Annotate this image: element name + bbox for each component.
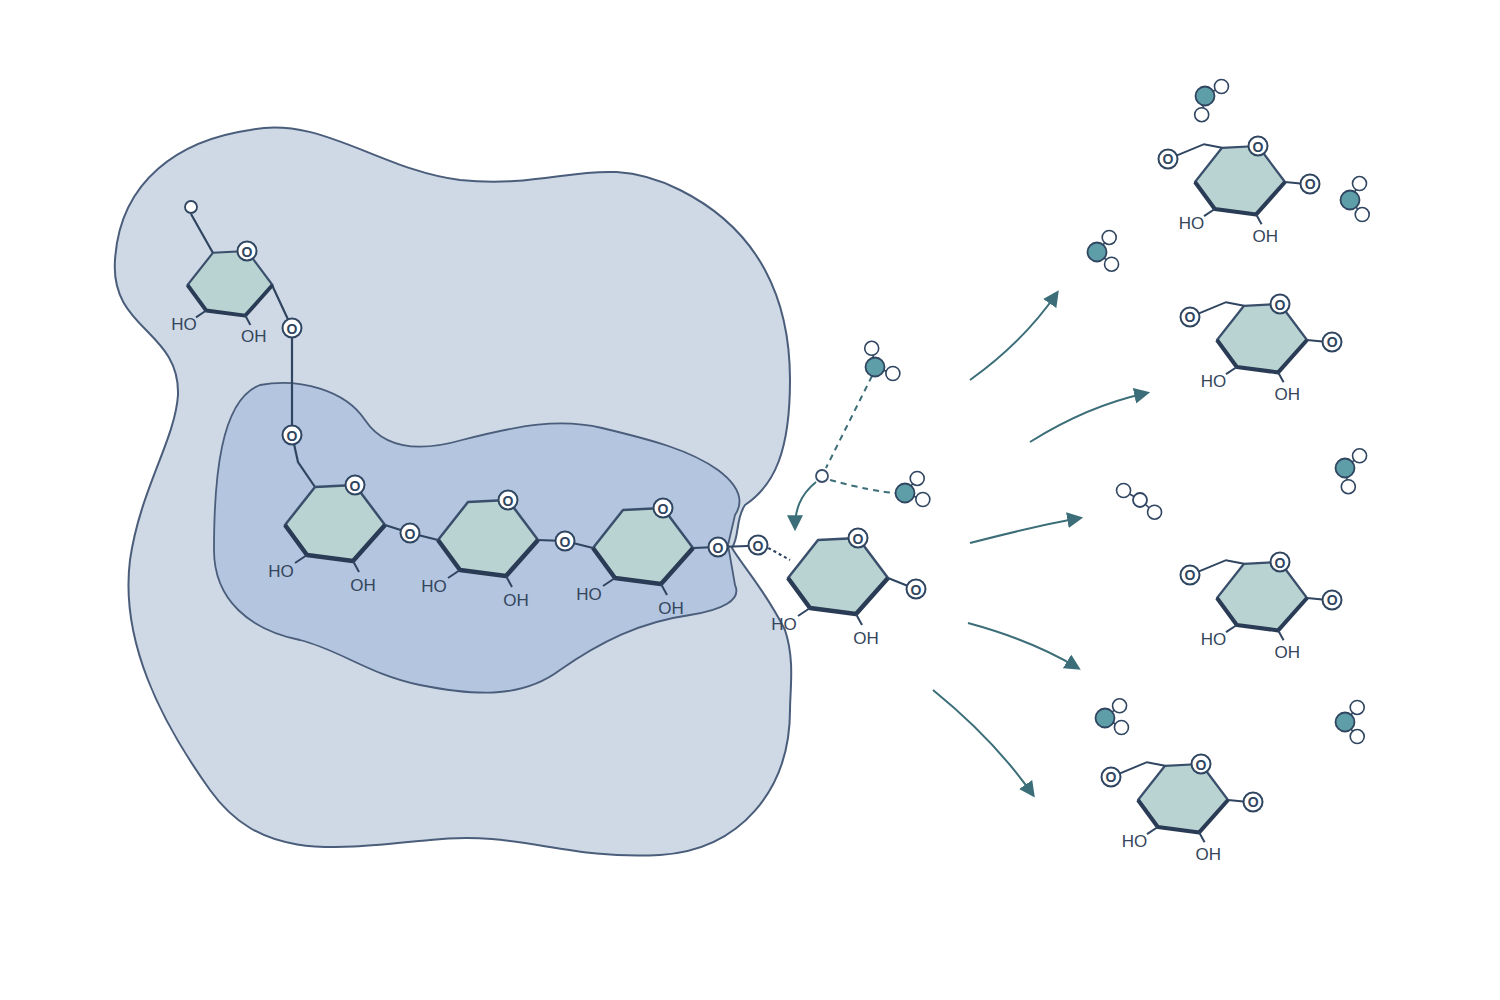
glucose-ring [438, 500, 538, 576]
bond-line [888, 578, 908, 586]
hydroxyl-end [185, 201, 197, 213]
water-molecule [1336, 449, 1367, 494]
bond-line [1173, 144, 1222, 157]
bond-line [245, 316, 250, 325]
hydroxyl-label: OH [658, 600, 684, 617]
hydroxyl-label: HO [1122, 833, 1148, 850]
oxygen-atom-label: O [1300, 173, 1321, 194]
bond-line [661, 584, 667, 595]
oxygen-atom-label: O [555, 531, 576, 552]
oxygen-atom-label: O [1191, 754, 1212, 775]
glucose-ring [1217, 304, 1307, 372]
hydroxyl-label: HO [771, 616, 797, 633]
glucose-ring [188, 251, 273, 316]
active-site-groove [214, 383, 740, 693]
oxygen-atom-label: O [1101, 766, 1122, 787]
oxygen-atom-label: O [748, 535, 769, 556]
water-molecule [1117, 484, 1162, 520]
glucose-ring [593, 508, 693, 584]
glucose-ring [1217, 562, 1307, 630]
oxygen-atom-label: O [345, 475, 366, 496]
bond-line [1147, 827, 1158, 834]
bond-line [448, 570, 460, 578]
oxygen-atom-label: O [708, 537, 729, 558]
glucose-ring [788, 538, 888, 614]
bond-line [506, 576, 512, 587]
water-molecule [1341, 177, 1370, 222]
oxygen-atom-label: O [282, 425, 303, 446]
oxygen-atom-label: O [498, 490, 519, 511]
bond-line [1204, 209, 1215, 216]
hydroxyl-bonds [196, 144, 1325, 842]
hydroxyl-label: HO [268, 563, 294, 580]
hydroxyl-label: OH [241, 328, 267, 345]
oxygen-atom-label: O [1158, 148, 1179, 169]
bond-line [295, 555, 307, 563]
hydroxyl-label: OH [1252, 228, 1278, 245]
oxygen-atom-label: O [1248, 136, 1269, 157]
hydroxyl-label: OH [853, 630, 879, 647]
water-molecule [1088, 230, 1119, 271]
water-attack [795, 376, 896, 528]
bond-line [1226, 625, 1237, 632]
oxygen-atom-label: O [848, 528, 869, 549]
oxygen-atom-label: O [1270, 552, 1291, 573]
oxygen-atom-label: O [237, 241, 258, 262]
bond-line [603, 578, 615, 586]
water-molecules [865, 80, 1370, 744]
bond-line [196, 311, 206, 318]
oxygen-atom-label: O [400, 523, 421, 544]
release-arrows [933, 293, 1147, 795]
bond-line [353, 561, 359, 572]
enzyme-body [115, 127, 792, 855]
oxygen-atom-label: O [1322, 331, 1343, 352]
bond-line [1256, 214, 1261, 224]
bond-line [798, 608, 810, 616]
bond-line [1226, 367, 1237, 374]
hydroxyl-label: HO [1201, 631, 1227, 648]
water-molecule [896, 471, 930, 506]
oxygen-atom-label: O [1322, 589, 1343, 610]
oxygen-atom-label: O [906, 579, 927, 600]
bond-line [1199, 832, 1204, 842]
bond-line [1195, 302, 1244, 315]
bond-line [1195, 560, 1244, 573]
hydroxyl-label: HO [576, 586, 602, 603]
water-molecule [865, 341, 900, 380]
hydroxyl-label: HO [421, 578, 447, 595]
bond-line [1278, 372, 1283, 382]
oxygen-atom-label: O [1270, 294, 1291, 315]
water-molecule [1195, 80, 1229, 122]
bond-line [856, 614, 862, 625]
oxygen-atom-label: O [282, 318, 303, 339]
glucose-ring [285, 485, 385, 561]
oxygen-atom-label: O [653, 498, 674, 519]
hydroxyl-label: OH [1274, 386, 1300, 403]
hydroxyl-label: HO [1179, 215, 1205, 232]
hydroxyl-label: HO [1201, 373, 1227, 390]
hydroxyl-label: OH [1195, 846, 1221, 863]
glucose-ring [1195, 146, 1285, 214]
glucose-ring [1138, 764, 1228, 832]
bond-line [1116, 762, 1165, 775]
hydroxyl-label: OH [350, 577, 376, 594]
oxygen-atom-label: O [1180, 306, 1201, 327]
water-molecule [1096, 699, 1129, 735]
water-molecule [1336, 700, 1365, 743]
oxygen-atom-label: O [1243, 791, 1264, 812]
oxygen-atom-label: O [1180, 564, 1201, 585]
hydroxyl-label: HO [171, 316, 197, 333]
hydroxyl-label: OH [503, 592, 529, 609]
hydroxyl-label: OH [1274, 644, 1300, 661]
bond-line [1278, 630, 1283, 640]
